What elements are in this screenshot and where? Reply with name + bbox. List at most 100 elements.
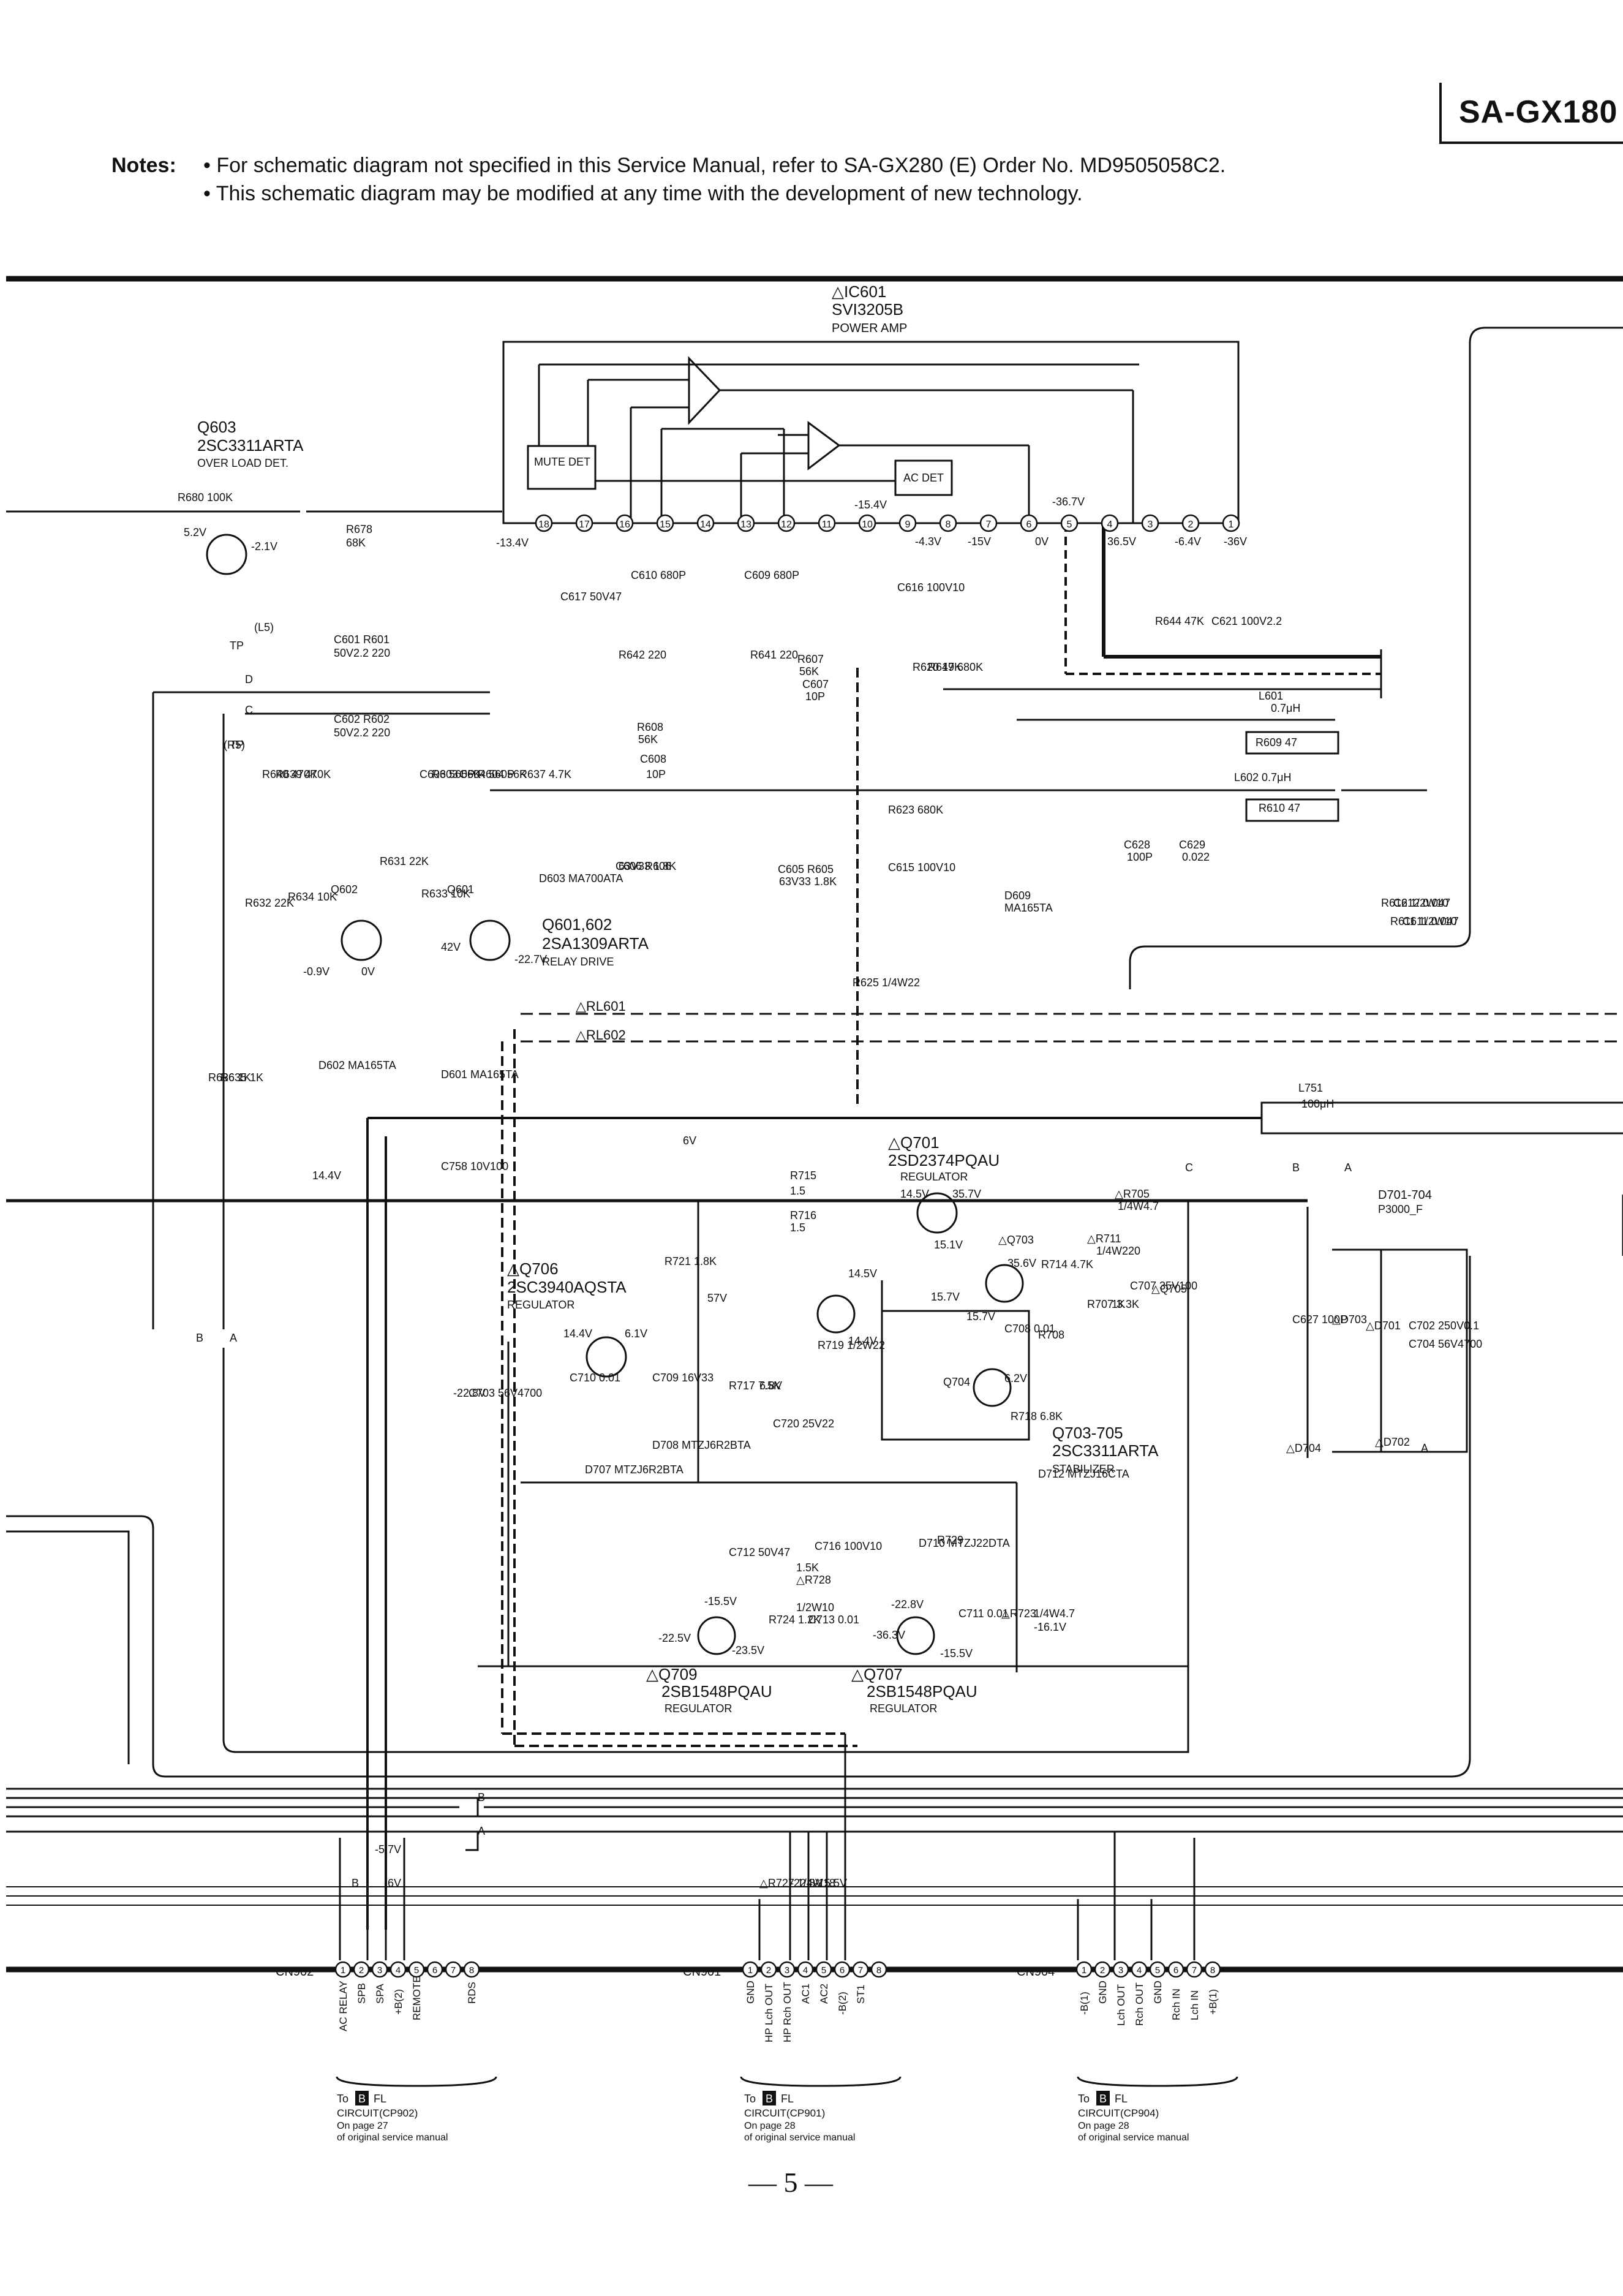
connector-signal-label: HP Rch OUT — [781, 1982, 793, 2042]
component-value-label: C708 0.01 — [1004, 1323, 1055, 1335]
ic601-ref: △IC601 — [832, 282, 886, 301]
connector-pin-number: 3 — [1118, 1965, 1123, 1976]
component-value-label: 1/2W10 — [796, 1601, 834, 1614]
ic-pin-number: 3 — [1148, 519, 1153, 530]
q603-ref: Q603 — [197, 418, 236, 436]
component-value-label: -23.5V — [732, 1644, 764, 1656]
component-value-label: C627 100P — [1292, 1313, 1347, 1326]
connector-pin-number: 6 — [432, 1965, 437, 1976]
component-value-label: -6.4V — [1175, 535, 1201, 548]
q601-602-ref: Q601,602 — [542, 915, 612, 934]
component-value-label: D — [245, 673, 253, 685]
component-value-label: C711 0.01 — [958, 1607, 1009, 1620]
ic-pin — [737, 514, 755, 532]
component-value-label: 14.4V — [563, 1327, 592, 1340]
component-value-label: 63V33 1.8K — [779, 875, 837, 888]
ic-pin-number: 16 — [619, 519, 630, 530]
component-value-label: C608 — [640, 753, 666, 765]
circuit-ref: CIRCUIT(CP901) — [744, 2107, 825, 2119]
connector-pin — [463, 1961, 480, 1978]
connector-pin — [1204, 1961, 1221, 1978]
connector-pin-number: 5 — [414, 1965, 419, 1976]
component-value-label: R644 47K — [1155, 615, 1204, 627]
ic-pin-number: 1 — [1229, 519, 1234, 530]
component-value-label: -6V — [384, 1877, 401, 1889]
ic-pin-number: 15 — [660, 519, 671, 530]
component-value-label: -22.8V — [790, 1877, 823, 1889]
ic-pin — [777, 514, 796, 532]
connector-pin-number: 4 — [1137, 1965, 1142, 1976]
connector-signal-label: AC1 — [800, 1984, 812, 2004]
manual-page-ref: On page 28 — [1078, 2121, 1129, 2131]
component-value-label: R612 1/2W10 — [1381, 897, 1448, 909]
component-value-label: 50V2.2 220 — [334, 727, 390, 739]
component-value-label: L601 — [1259, 690, 1283, 702]
rl601-label: △RL601 — [576, 999, 626, 1014]
q603-part: 2SC3311ARTA — [197, 436, 304, 455]
component-value-label: 6.1V — [625, 1327, 647, 1340]
component-value-label: C628 — [1124, 839, 1150, 851]
component-value-label: A — [1421, 1442, 1428, 1454]
connector-signal-label: Lch IN — [1189, 1990, 1200, 2020]
ic-pin — [939, 514, 957, 532]
connector-signal-label: RDS — [466, 1982, 478, 2004]
connector-pin — [1131, 1961, 1148, 1978]
component-value-label: 1/4W4.7 — [1118, 1200, 1159, 1212]
ic-pin — [696, 514, 715, 532]
component-value-label: C603 560P — [420, 768, 475, 780]
ic-pin-number: 9 — [905, 519, 911, 530]
connector-pin-number: 8 — [1210, 1965, 1215, 1976]
component-value-label: 14.5V — [900, 1188, 929, 1200]
ic-pin — [1020, 514, 1038, 532]
ic-pin — [575, 514, 593, 532]
component-value-label: R634 10K — [288, 891, 337, 903]
ic-pin-number: 14 — [700, 519, 711, 530]
component-value-label: R631 22K — [380, 855, 429, 867]
ic-pin — [1222, 514, 1240, 532]
component-value-label: 14.5V — [848, 1267, 877, 1280]
notes-block: Notes:• For schematic diagram not specif… — [111, 151, 1226, 208]
component-value-label: C702 250V0.1 — [1409, 1320, 1479, 1332]
ic-pin-number: 2 — [1188, 519, 1194, 530]
component-value-label: 1.5 — [790, 1185, 805, 1197]
connector-signal-label: GND — [1152, 1981, 1164, 2004]
manual-note: of original service manual — [337, 2132, 448, 2143]
component-value-label: R719 1/2W22 — [818, 1339, 885, 1351]
board-badge — [355, 2091, 369, 2105]
note-line-1: For schematic diagram not specified in t… — [216, 154, 1226, 177]
ic-pin — [1141, 514, 1159, 532]
connector-pin — [797, 1961, 814, 1978]
component-value-label: 1.5 — [790, 1222, 805, 1234]
component-value-label: △R705 — [1115, 1188, 1150, 1200]
mute-det-label: MUTE DET — [534, 456, 590, 468]
component-value-label: -36.7V — [1052, 496, 1085, 508]
q603-desc: OVER LOAD DET. — [197, 457, 288, 469]
connector-pin-number: 3 — [785, 1965, 789, 1976]
component-value-label: -22.7V — [514, 953, 547, 965]
connector-signal-label: -B(2) — [837, 1992, 848, 2015]
connector-signal-label: GND — [1097, 1981, 1109, 2004]
component-value-label: -16.1V — [1034, 1621, 1066, 1633]
component-value-label: C605 R605 — [778, 863, 834, 875]
component-value-label: R632 22K — [245, 897, 294, 909]
component-value-label: C707 35V100 — [1130, 1280, 1197, 1292]
component-value-label: △D702 — [1375, 1436, 1410, 1448]
connector-pin — [426, 1961, 443, 1978]
component-value-label: △R727 1/4W18 — [759, 1877, 835, 1889]
connector-to-label: To — [337, 2093, 348, 2105]
model-number: SA-GX180 — [1459, 94, 1618, 130]
connector-signal-label: -B(1) — [1079, 1992, 1090, 2015]
component-value-label: 100P — [1127, 851, 1153, 863]
component-value-label: R635 1K — [220, 1071, 263, 1084]
component-value-label: C602 R602 — [334, 713, 390, 725]
q701-part: 2SD2374PQAU — [888, 1151, 1000, 1169]
component-value-label: R714 4.7K — [1041, 1258, 1093, 1271]
component-value-label: TP — [230, 739, 244, 751]
component-value-label: -4.3V — [915, 535, 941, 548]
component-value-label: 15.1V — [934, 1239, 963, 1251]
q706-part: 2SC3940AQSTA — [507, 1278, 627, 1296]
connector-pin-number: 1 — [1082, 1965, 1086, 1976]
component-value-label: 42V — [441, 941, 461, 953]
